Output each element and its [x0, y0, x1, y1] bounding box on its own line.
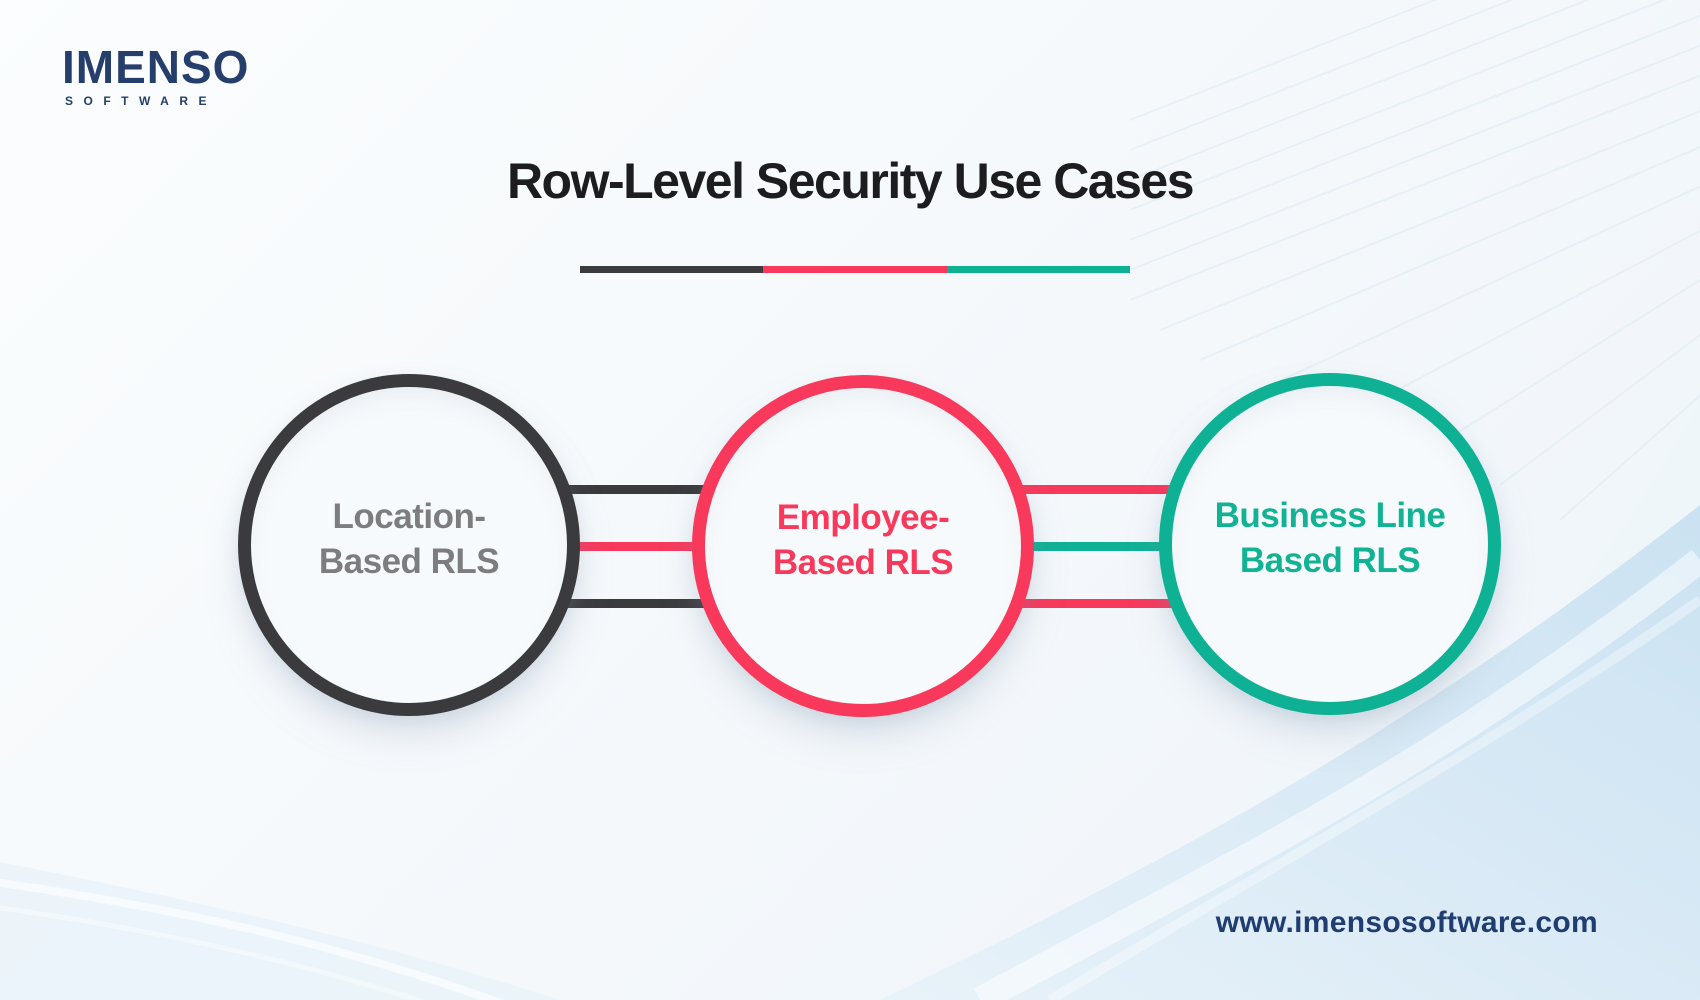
connector-left-top [560, 485, 715, 494]
connector-right-top [1015, 485, 1175, 494]
circle-label-line2: Based RLS [318, 542, 500, 581]
circle-location-based-rls: Location- Based RLS [238, 374, 580, 716]
wave-lines-decoration [1129, 0, 1700, 521]
connector-left-bottom [560, 599, 715, 608]
connector-right-middle [1015, 542, 1175, 551]
brand-subtitle: SOFTWARE [65, 94, 217, 108]
page-title: Row-Level Security Use Cases [506, 153, 1195, 209]
circle-label-line2: Based RLS [772, 543, 954, 582]
website-url: www.imensosoftware.com [1215, 906, 1598, 939]
bottom-left-wave-decoration [0, 862, 560, 1000]
circle-label-line1: Location- [332, 496, 486, 536]
circle-label-line1: Employee- [776, 497, 950, 537]
brand-wordmark: IMENSO [62, 41, 250, 93]
connector-left-middle [560, 542, 715, 551]
connector-right-bottom [1015, 599, 1175, 608]
brand-logo: IMENSO SOFTWARE [62, 44, 249, 107]
circle-label-line2: Based RLS [1239, 541, 1421, 580]
divider-segment-teal [946, 266, 1130, 273]
divider-segment-red [763, 266, 947, 273]
title-divider [580, 266, 1130, 273]
bottom-right-wave-decoration [880, 400, 1700, 1000]
circle-employee-based-rls: Employee- Based RLS [692, 375, 1034, 717]
divider-segment-dark [580, 266, 764, 273]
circle-label-line1: Business Line [1214, 495, 1446, 535]
circle-business-line-based-rls: Business Line Based RLS [1159, 373, 1501, 715]
